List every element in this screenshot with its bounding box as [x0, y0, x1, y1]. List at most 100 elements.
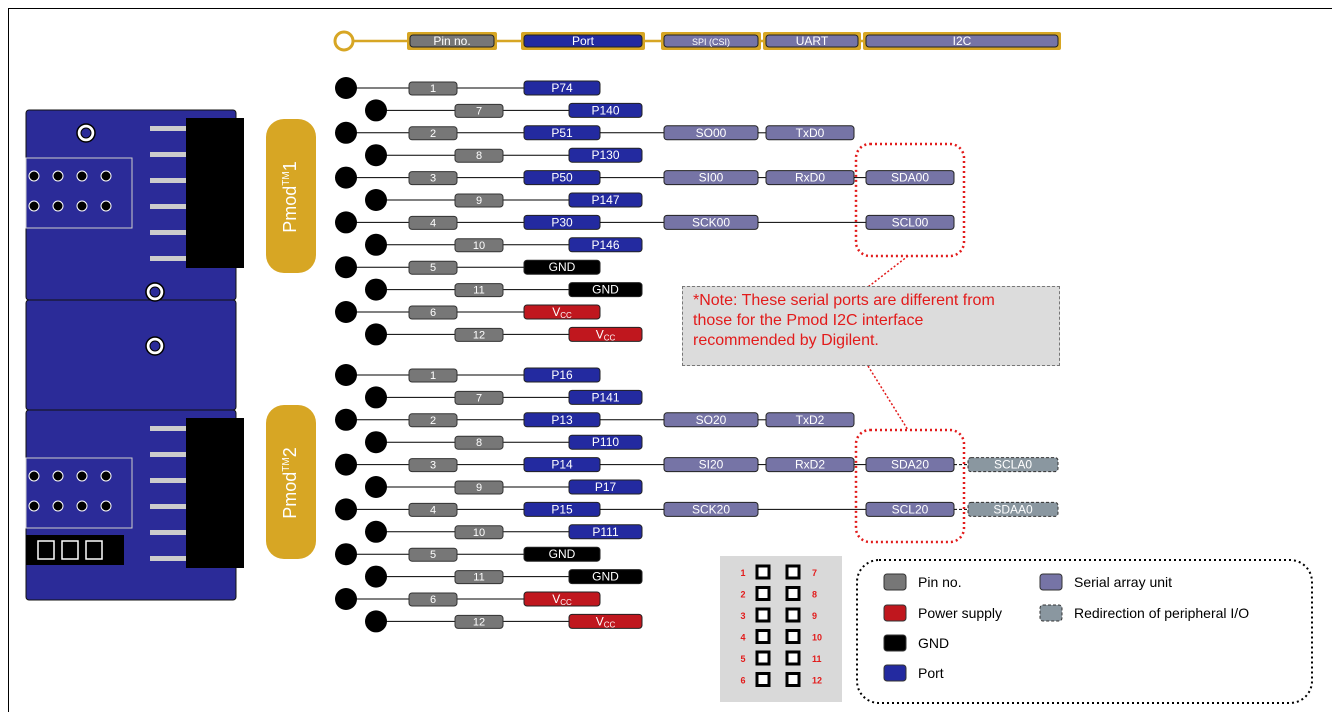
key-swatch-5	[883, 664, 907, 682]
c1-row-6-pin-dot	[335, 301, 357, 323]
c1-row-11-pin-box	[454, 283, 504, 298]
c1-row-7-port-label: P140	[591, 103, 619, 117]
c1-row-2-pin-dot	[335, 121, 357, 144]
board-2-header-pin	[150, 452, 186, 457]
c2-row-3-port-label: P14	[551, 458, 573, 472]
c2-row-3-i2c-label: SDA20	[891, 458, 929, 472]
c2-row-1-port-label: P16	[551, 368, 573, 382]
key-label-3: Redirection of peripheral I/O	[1074, 605, 1249, 621]
pin-map-left-num: 3	[740, 611, 745, 621]
c1-row-9-pin-dot	[365, 189, 387, 211]
c1-row-5-pin-dot	[335, 256, 357, 279]
c1-row-2-port-label: P51	[551, 126, 573, 140]
c1-row-1-pin-label: 1	[430, 83, 436, 95]
c2-row-2-uart-label: TxD2	[796, 413, 825, 427]
board-1-header-pin	[150, 152, 186, 157]
key-label-1: Serial array unit	[1074, 574, 1172, 590]
c2-row-11-pin-dot	[365, 565, 387, 588]
c2-row-12-pin-label: 12	[473, 616, 485, 628]
board-1-header-pin	[150, 178, 186, 183]
c2-row-1-port-box	[523, 367, 601, 383]
c2-row-10-pin-box	[454, 525, 504, 540]
c2-row-12-port-label: VCC	[596, 614, 616, 629]
pmod-label-1: PmodTM1	[280, 161, 300, 233]
pin-map-right-pin	[785, 650, 801, 666]
key-label-0: Pin no.	[918, 574, 962, 590]
pin-map-right-num: 10	[812, 633, 822, 643]
c1-row-5-pin-box	[408, 260, 458, 275]
board-2-bottom-slot	[85, 540, 103, 560]
key-swatch-2	[883, 604, 907, 622]
header-label-i2c: I2C	[953, 34, 972, 48]
c1-row-4-port-label: P30	[551, 215, 573, 229]
c2-row-10-pin-label: 10	[473, 527, 485, 539]
header-label-spi: SPI (CSI)	[692, 37, 730, 47]
c1-row-8-pin-box	[454, 148, 504, 163]
c1-row-12-pin-box	[454, 327, 504, 342]
c2-row-5-pin-box	[408, 547, 458, 562]
c1-row-2-pin-box	[408, 126, 458, 141]
pin-map-left-num: 1	[740, 568, 745, 578]
header-label-pin_no: Pin no.	[433, 34, 470, 48]
c2-row-8-pin-dot	[365, 431, 387, 454]
c2-row-6-pin-label: 6	[430, 594, 436, 606]
c2-row-5-port-box	[523, 546, 601, 562]
c1-row-2-uart-box	[765, 125, 855, 141]
header-label-port: Port	[572, 34, 595, 48]
board-1-pin-hole	[100, 170, 112, 182]
note-pointer-bottom	[867, 365, 909, 431]
c2-row-7-port-label: P141	[591, 390, 619, 404]
pin-map-right-num: 7	[812, 568, 817, 578]
board-1-pin-hole	[52, 170, 64, 182]
c1-row-4-pin-dot	[335, 211, 357, 234]
pin-map-left-pin	[755, 629, 771, 644]
board-1-pin-hole	[28, 200, 40, 212]
key-label-2: Power supply	[918, 605, 1002, 621]
i2c-note: *Note: These serial ports are different …	[682, 286, 1060, 366]
pin-map-right-num: 8	[812, 590, 817, 600]
c1-row-5-port-label: GND	[549, 260, 576, 274]
note-line-1: *Note: These serial ports are different …	[693, 292, 995, 309]
c2-row-4-spi-label: SCK20	[692, 502, 730, 516]
board-1-header	[186, 118, 244, 268]
board-2-pin-hole	[28, 470, 40, 482]
board-1-pin-hole	[28, 170, 40, 182]
board-2-header-pin	[150, 478, 186, 483]
board-2-header-pin	[150, 556, 186, 561]
board-1-pin-hole	[76, 200, 88, 212]
c2-row-11-port-label: GND	[592, 570, 619, 584]
mount-hole-inner	[80, 127, 92, 139]
c2-row-3-redir-label: SCLA0	[994, 458, 1032, 472]
c2-row-8-port-box	[568, 434, 643, 450]
c2-row-3-uart-label: RxD2	[795, 458, 825, 472]
c2-row-3-pin-box	[408, 458, 458, 473]
header-box-port	[523, 34, 643, 48]
header-box-pin_no	[409, 34, 495, 48]
note-line-2: those for the Pmod I2C interface	[693, 312, 924, 329]
board-1-pin-hole	[100, 200, 112, 212]
pin-map-right-pin	[785, 672, 801, 687]
c2-row-12-pin-box	[454, 614, 504, 629]
c2-row-4-redir-box	[967, 501, 1059, 517]
c1-row-4-i2c-box	[865, 214, 955, 230]
c1-row-8-port-label: P130	[591, 148, 619, 162]
board-2-header	[186, 418, 244, 568]
pin-map-left-num: 4	[740, 633, 745, 643]
c2-row-6-port-box	[523, 591, 601, 607]
c1-row-6-port-label: VCC	[552, 305, 572, 320]
c2-row-11-port-box	[568, 569, 643, 585]
board-1-header-pin	[150, 204, 186, 209]
key-swatch-4	[883, 634, 907, 652]
c1-row-3-pin-label: 3	[430, 173, 436, 185]
c1-row-10-pin-label: 10	[473, 240, 485, 252]
pmod-label-2-bg	[266, 405, 316, 559]
diagram-frame	[8, 8, 1332, 712]
board-2-pin-hole	[100, 500, 112, 512]
c2-row-8-pin-box	[454, 435, 504, 450]
c2-row-9-pin-box	[454, 480, 504, 495]
pin-map-left-pin	[755, 564, 771, 580]
pin-map-left-num: 5	[740, 654, 745, 664]
board-2-pin-hole	[76, 470, 88, 482]
c1-row-2-spi-label: SO00	[696, 126, 727, 140]
